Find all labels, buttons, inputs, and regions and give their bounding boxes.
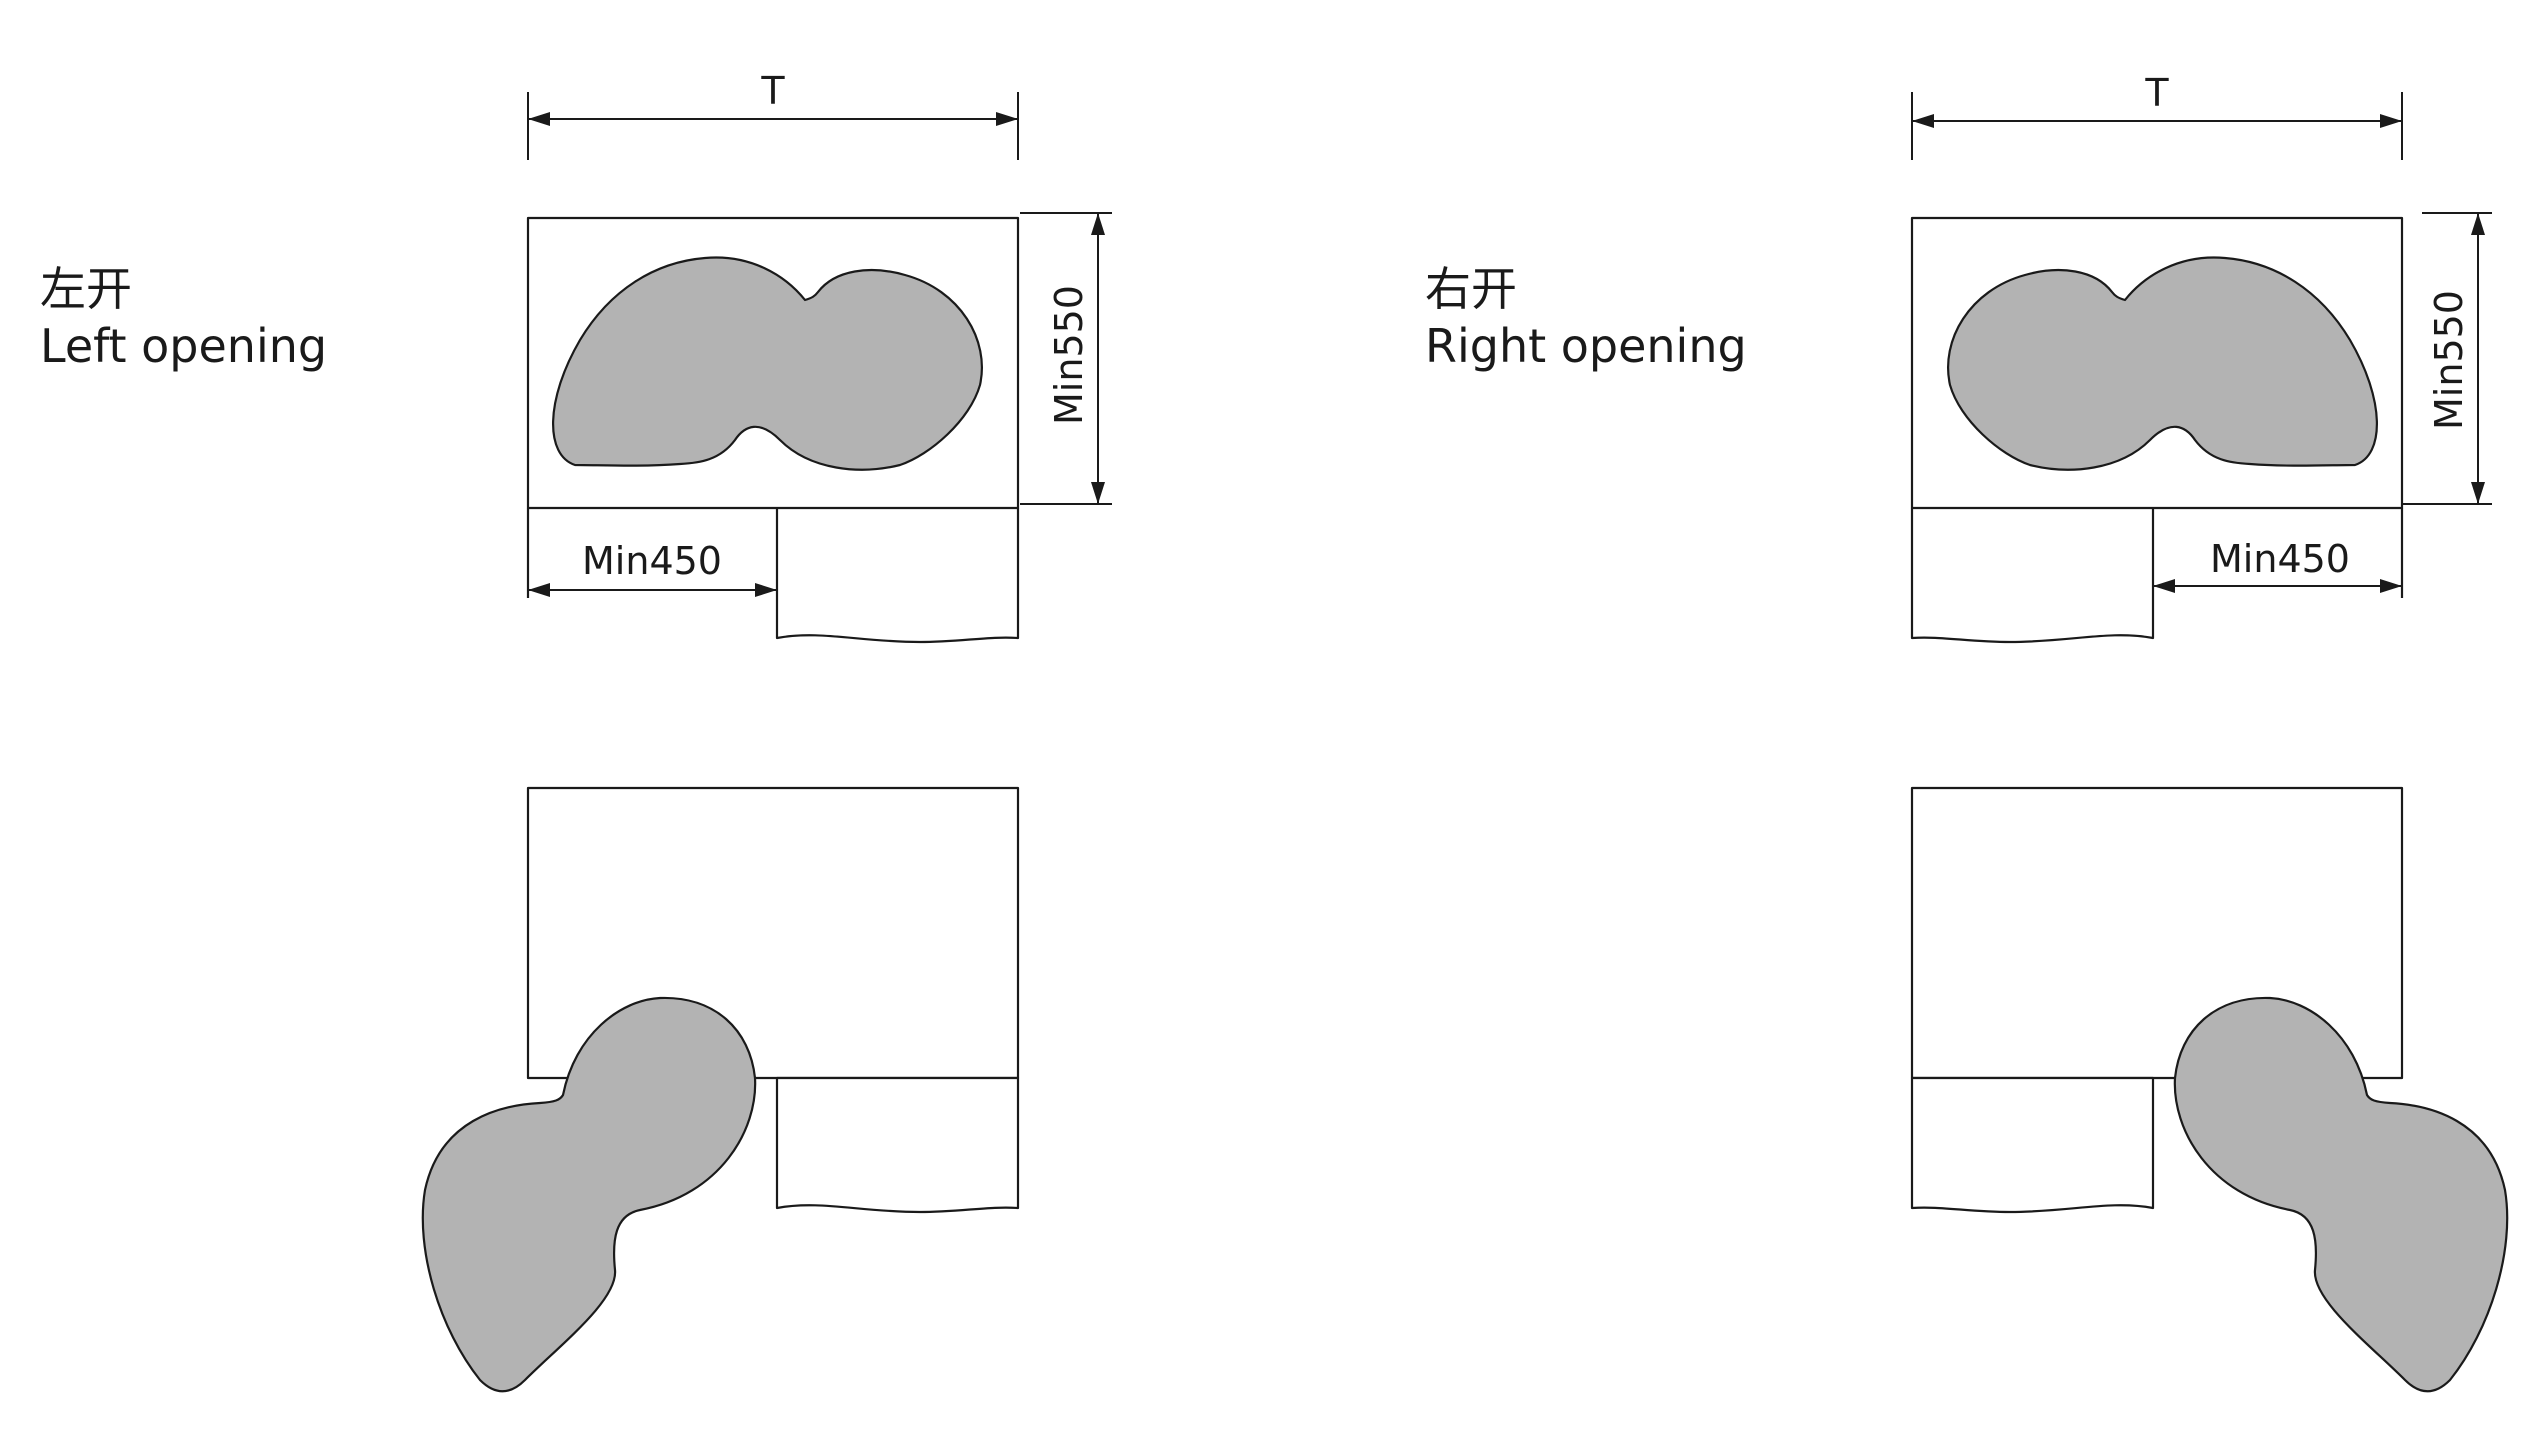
right-clearance-label: Min450 xyxy=(2210,537,2350,581)
left-title-en: Left opening xyxy=(40,319,327,373)
left-title-cn: 左开 xyxy=(40,262,132,316)
right-width-label: T xyxy=(2144,71,2169,115)
left-width-label: T xyxy=(760,69,785,113)
right-opening-section: 右开 Right opening T Min550 xyxy=(1425,71,2509,1393)
right-adjacent-cabinet-open xyxy=(1910,1076,2155,1214)
right-open-view xyxy=(1910,786,2509,1393)
left-clearance-label: Min450 xyxy=(582,539,722,583)
left-depth-label: Min550 xyxy=(1047,285,1091,425)
right-width-dimension: T xyxy=(1911,71,2403,160)
right-cabinet-open xyxy=(1910,786,2404,1080)
left-open-view xyxy=(421,786,1020,1393)
left-top-view: Min550 Min450 xyxy=(526,212,1112,644)
right-cabinet-top xyxy=(1910,216,2404,510)
left-adjacent-cabinet-open xyxy=(775,1076,1020,1214)
left-adjacent-cabinet-top xyxy=(526,508,1020,644)
left-width-dimension: T xyxy=(527,69,1019,160)
right-basket-top xyxy=(1947,256,2378,471)
right-title-cn: 右开 xyxy=(1425,262,1517,316)
right-depth-label: Min550 xyxy=(2427,290,2471,430)
right-adjacent-cabinet-top xyxy=(1910,508,2404,644)
left-opening-section: 左开 Left opening T Min550 xyxy=(40,69,1112,1393)
left-cabinet-open xyxy=(526,786,1020,1080)
left-basket-top xyxy=(552,256,983,471)
right-top-view: Min550 Min450 xyxy=(1910,212,2492,644)
right-title-en: Right opening xyxy=(1425,319,1747,373)
left-basket-open xyxy=(421,996,757,1393)
left-cabinet-top xyxy=(526,216,1020,510)
right-basket-open xyxy=(2173,996,2509,1393)
